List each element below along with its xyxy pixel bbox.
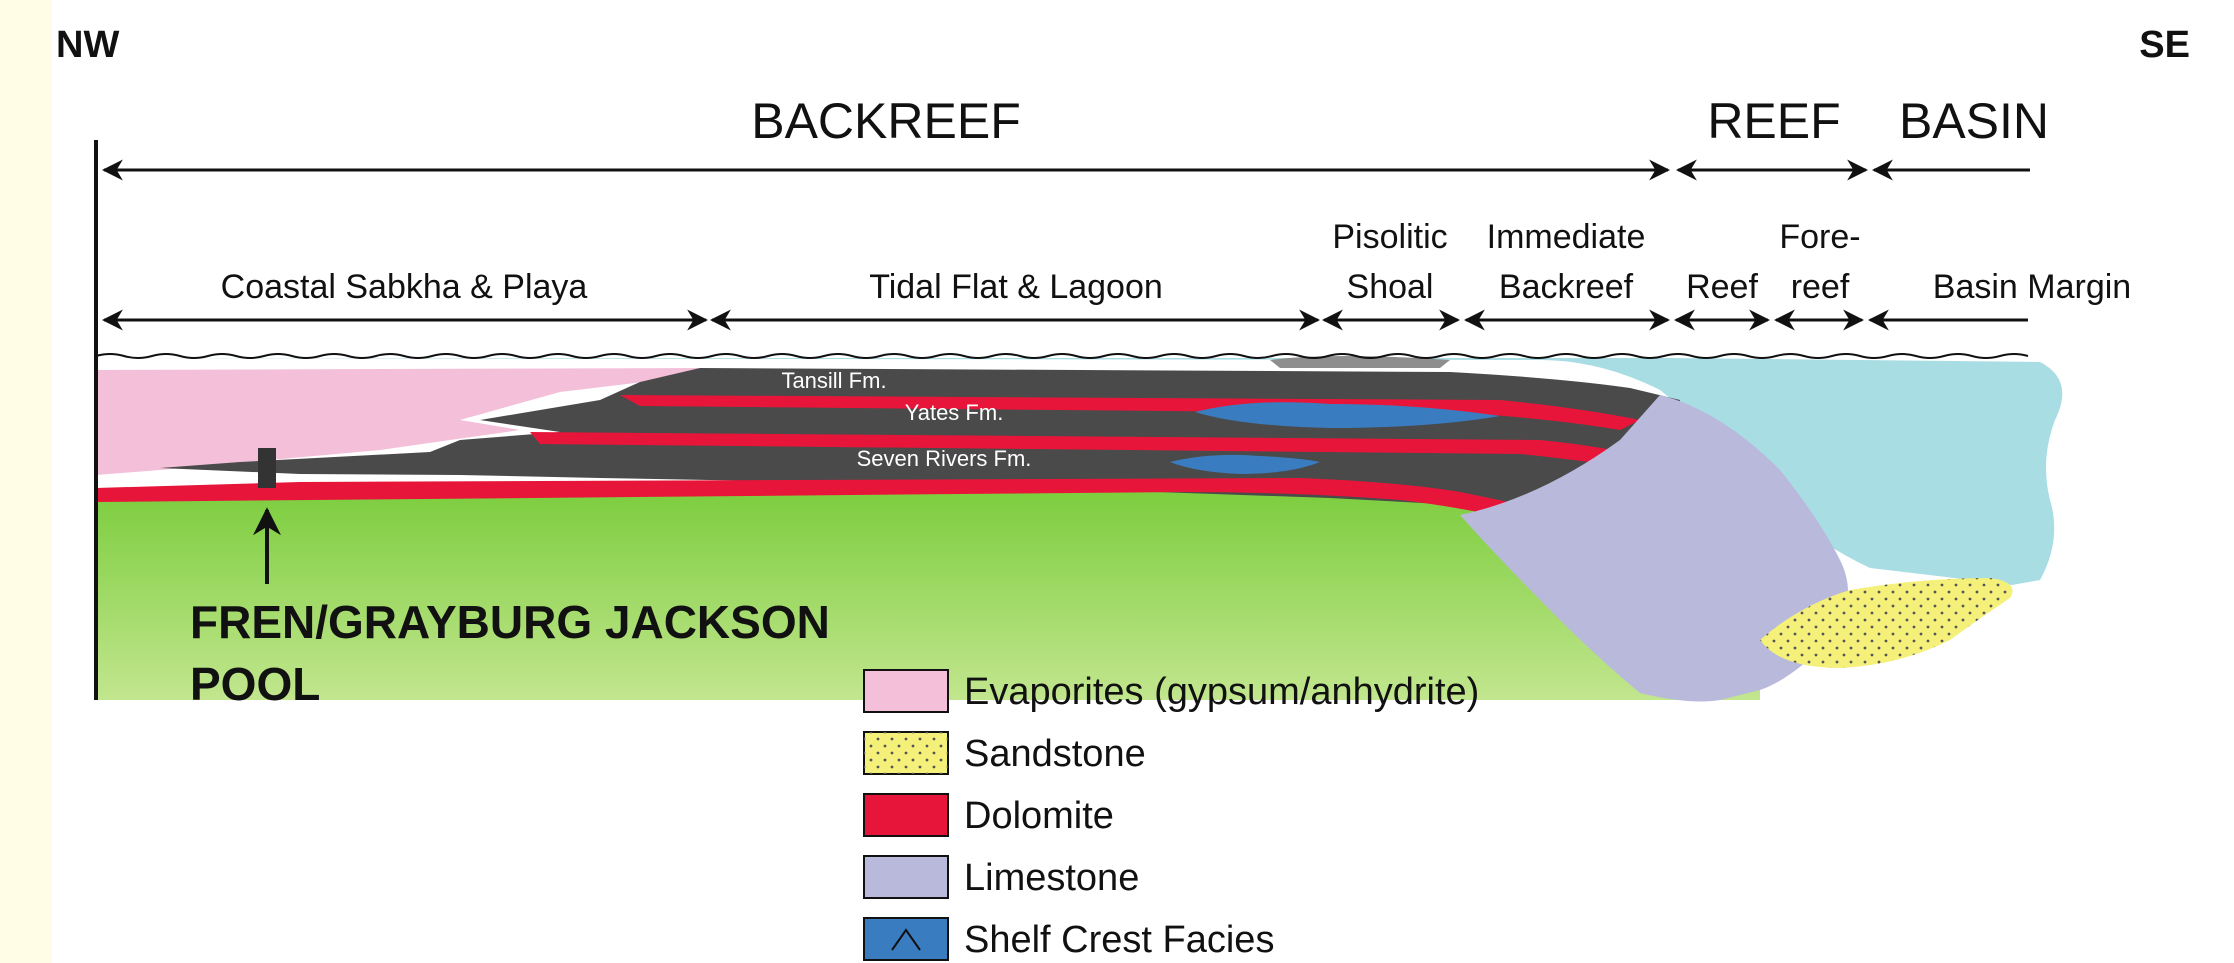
zone-coastal: Coastal Sabkha & Playa (221, 268, 588, 306)
formation-seven-rivers: Seven Rivers Fm. (857, 446, 1032, 471)
zone-immediate-line1: Immediate (1487, 218, 1646, 256)
direction-nw: NW (56, 24, 119, 66)
pool-label-line2: POOL (190, 658, 320, 710)
legend-label: Evaporites (gypsum/anhydrite) (964, 671, 1479, 713)
zone-pisolitic-line2: Shoal (1347, 268, 1434, 306)
formation-tansill: Tansill Fm. (781, 368, 886, 393)
zone-tidal: Tidal Flat & Lagoon (869, 268, 1163, 306)
legend-label: Shelf Crest Facies (964, 919, 1274, 961)
legend-label: Limestone (964, 857, 1139, 899)
legend: Evaporites (gypsum/anhydrite) SandstoneDo… (864, 670, 1479, 961)
legend-swatch (864, 918, 948, 960)
legend-swatch (864, 794, 948, 836)
formation-yates: Yates Fm. (905, 400, 1004, 425)
pool-label-line1: FREN/GRAYBURG JACKSON (190, 596, 830, 648)
region-reef: REEF (1707, 93, 1840, 149)
legend-item: Dolomite (864, 794, 1114, 837)
legend-label: Dolomite (964, 795, 1114, 837)
legend-swatch (864, 856, 948, 898)
zone-forereef-line1: Fore- (1779, 218, 1860, 256)
zone-pisolitic-line1: Pisolitic (1332, 218, 1447, 256)
zone-immediate-line2: Backreef (1499, 268, 1634, 306)
legend-item: Sandstone (864, 732, 1146, 775)
left-margin-strip (0, 0, 52, 963)
legend-item: Limestone (864, 856, 1139, 899)
region-backreef: BACKREEF (751, 93, 1021, 149)
water-surface-line (96, 354, 2028, 358)
direction-se: SE (2139, 24, 2190, 66)
zone-basin-margin: Basin Margin (1933, 268, 2131, 306)
zone-reef: Reef (1686, 268, 1758, 306)
legend-item: Shelf Crest Facies (864, 918, 1274, 961)
zone-forereef-line2: reef (1791, 268, 1850, 306)
legend-label: Sandstone (964, 733, 1146, 775)
legend-swatch (864, 670, 948, 712)
geology-section (96, 354, 2062, 701)
region-basin: BASIN (1899, 93, 2049, 149)
